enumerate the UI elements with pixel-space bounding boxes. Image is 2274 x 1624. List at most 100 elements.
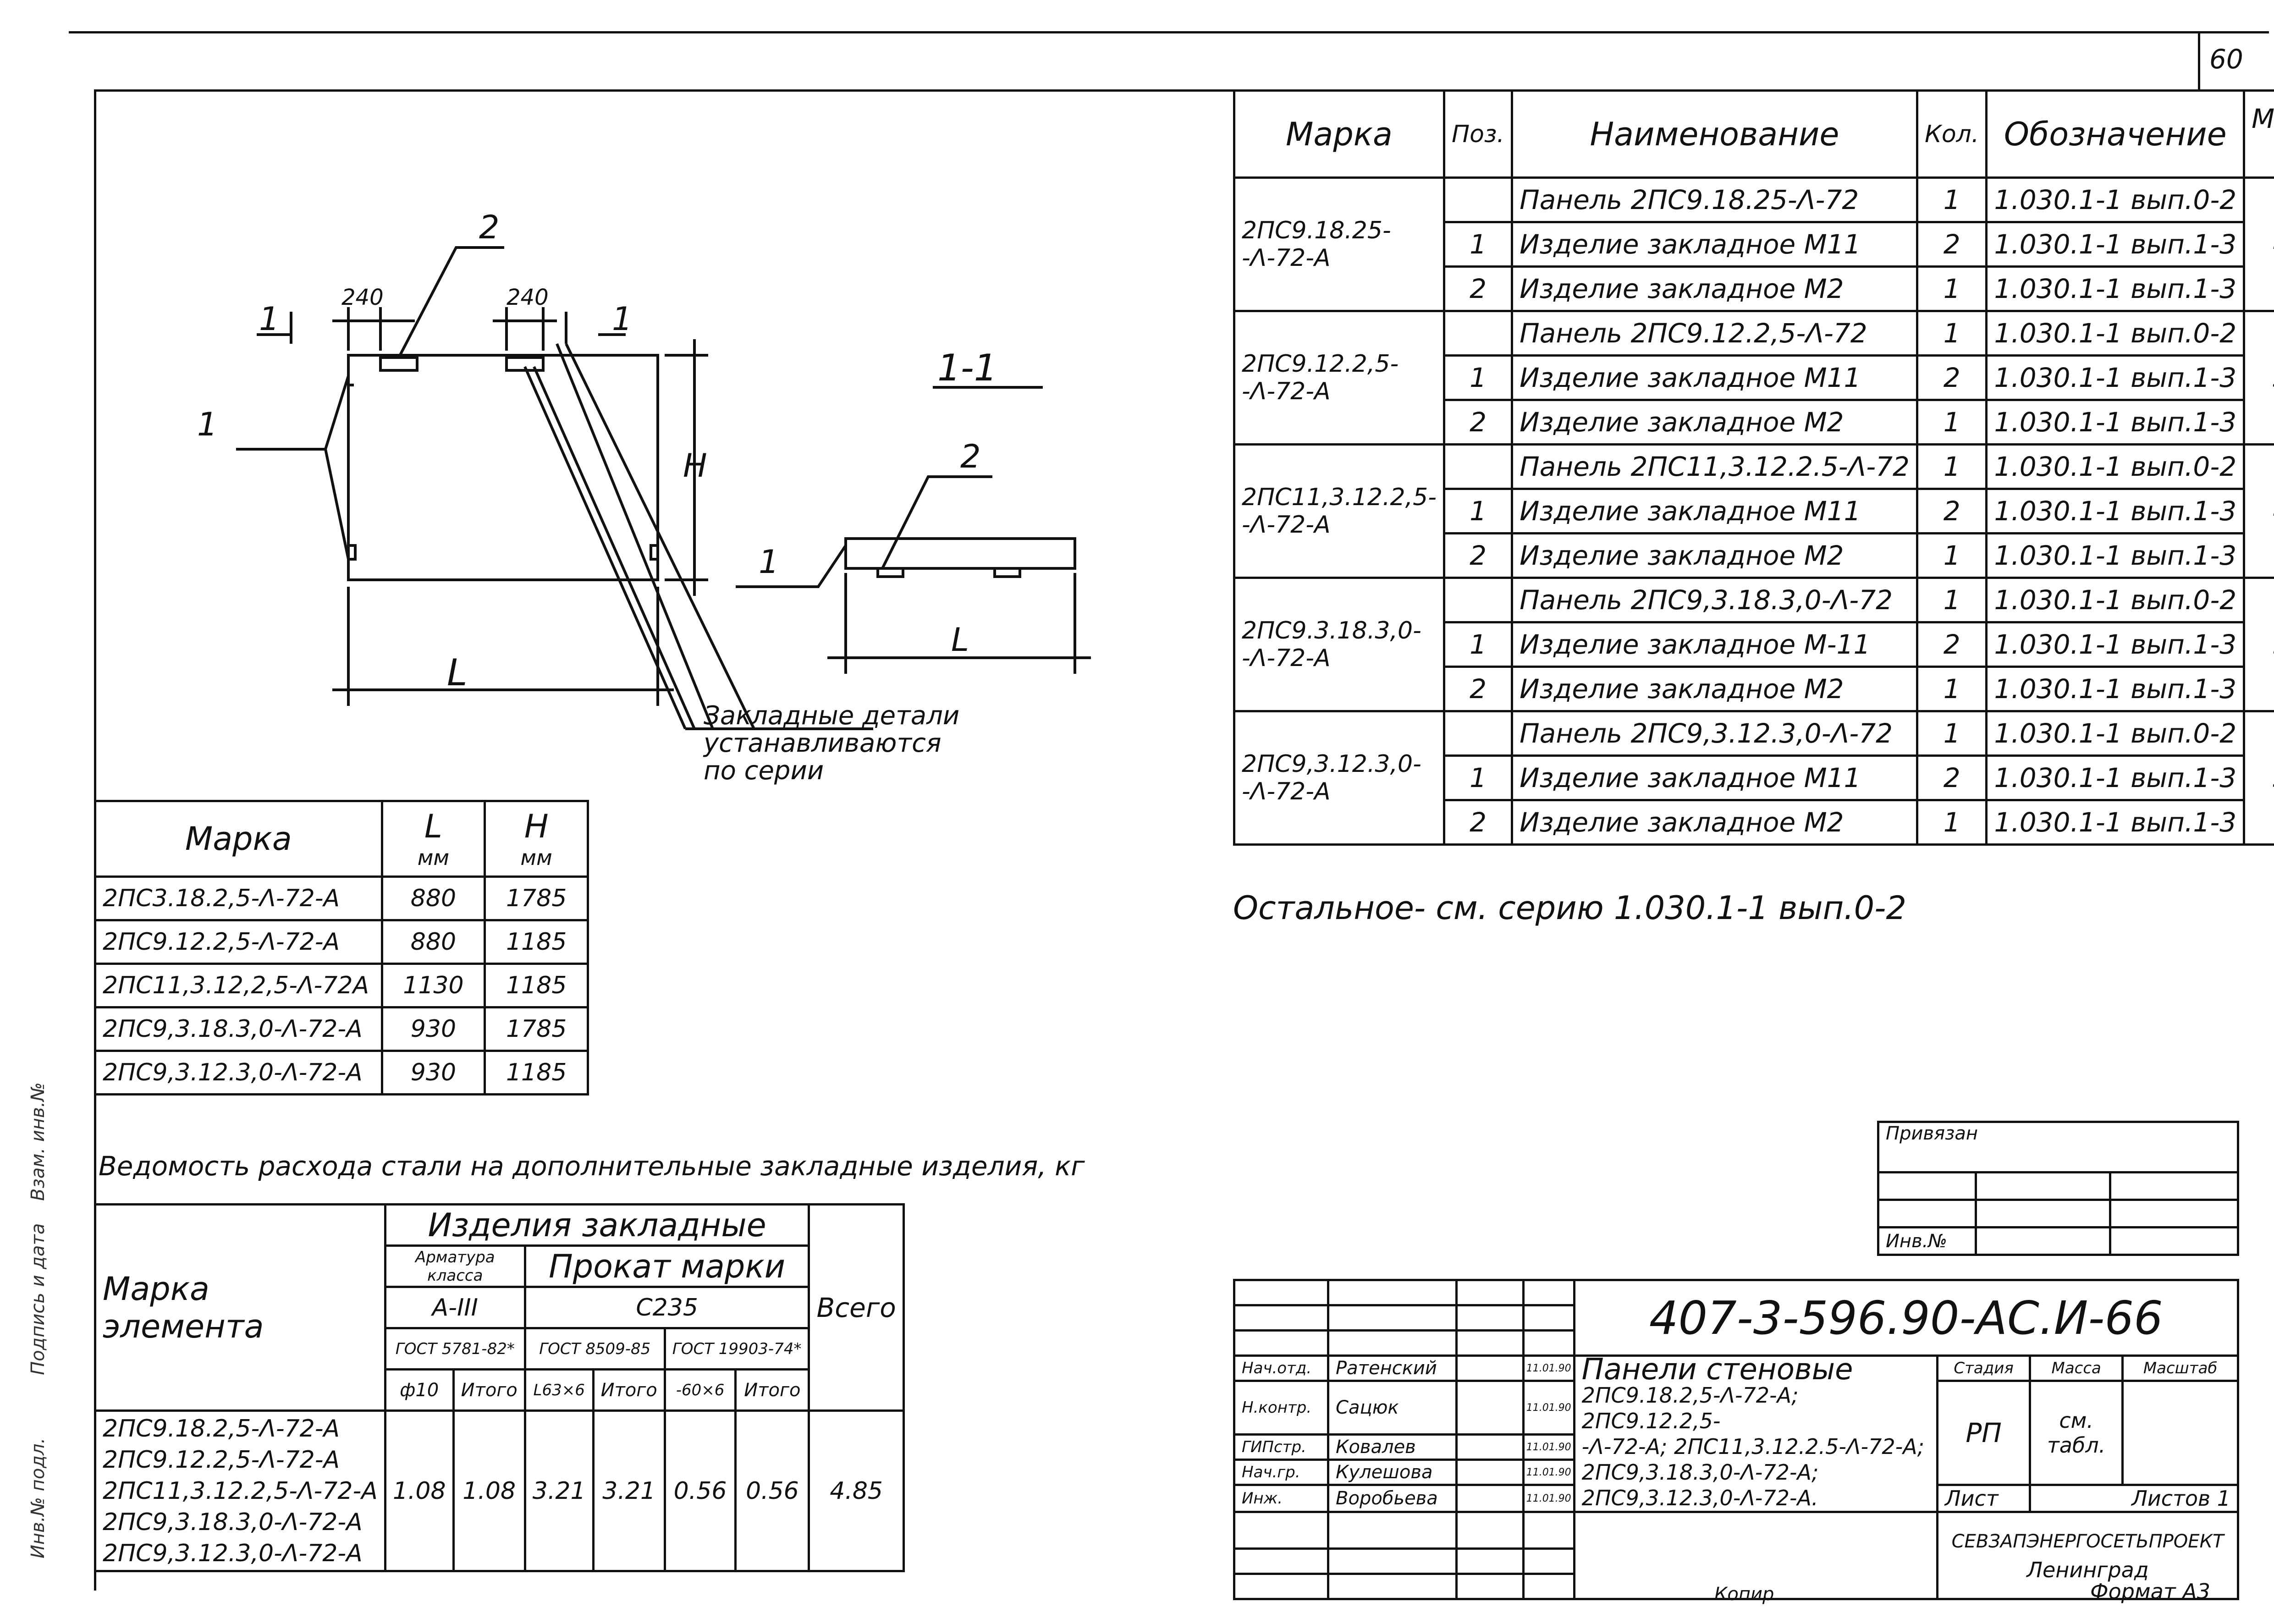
spec-poz: 1	[1443, 354, 1514, 401]
steel-h-itogo2: Итого	[592, 1368, 666, 1412]
spec-poz: 2	[1443, 265, 1514, 312]
section-label-2: 2	[960, 438, 981, 475]
spec-poz	[1443, 310, 1514, 357]
spec-marka: 2ПС9.3.18.3,0- -Λ-72-А	[1233, 577, 1445, 712]
person-role: Н.контр.	[1233, 1380, 1330, 1436]
spec-oboz: 1.030.1-1 вып.1-3	[1985, 221, 2246, 268]
dim-l: 930	[380, 1006, 486, 1052]
steel-element: 2ПС9,3.18.3,0-Λ-72-А	[103, 1508, 363, 1536]
dim-header-l-unit: мм	[417, 845, 450, 870]
stadia-label: Стадия	[1936, 1354, 2032, 1382]
inner-top-border	[94, 89, 1235, 92]
spec-kol: 1	[1916, 799, 1988, 846]
stamp-title: Панели стеновые 2ПС9.18.2,5-Λ-72-А; 2ПС9…	[1573, 1354, 1939, 1513]
spec-marka: 2ПС9.12.2,5- -Λ-72-А	[1233, 310, 1445, 446]
section-label-1: 1	[759, 543, 779, 581]
steel-h-armatura: Арматура класса	[384, 1244, 526, 1288]
massa-value: см. табл.	[2029, 1380, 2124, 1486]
steel-element: 2ПС11,3.12.2,5-Λ-72-А	[103, 1477, 378, 1505]
spec-marka: 2ПС9,3.12.3,0- -Λ-72-А	[1233, 710, 1445, 846]
spec-poz: 1	[1443, 488, 1514, 534]
spec-kol: 2	[1916, 621, 1988, 668]
person-date: 11.01.90	[1522, 1433, 1575, 1461]
dim-l: 880	[380, 919, 486, 965]
dim-marka: 2ПС3.18.2,5-Λ-72-А	[94, 875, 383, 921]
steel-h-60x6: -60×6	[663, 1368, 737, 1412]
steel-h-marka: Марка элемента	[94, 1203, 386, 1412]
steel-h-gost2: ГОСТ 8509-85	[523, 1327, 666, 1371]
spec-name: Изделие закладное М-11	[1511, 621, 1918, 668]
dim-marka: 2ПС9.12.2,5-Λ-72-А	[94, 919, 383, 965]
inv-label: Инв.№	[1877, 1226, 1977, 1256]
spec-kol: 2	[1916, 488, 1988, 534]
drawing-label-1: 1	[197, 406, 218, 443]
spec-mass: 320	[2243, 310, 2274, 446]
stamp-title-line: 2ПС9,3.12.3,0-Λ-72-А.	[1581, 1486, 1818, 1510]
spec-row: 2ПС9.12.2,5- -Λ-72-А Панель 2ПС9.12.2,5-Λ…	[1233, 310, 2274, 446]
steel-h-izdelia: Изделия закладные	[384, 1203, 810, 1247]
steel-h-f10: ф10	[384, 1368, 455, 1412]
steel-element: 2ПС9.18.2,5-Λ-72-А	[103, 1415, 340, 1442]
header-kol: Кол.	[1916, 89, 1988, 179]
dim-l: 1130	[380, 963, 486, 1008]
spec-kol: 1	[1916, 399, 1988, 446]
drawing-label-2: 2	[479, 209, 500, 246]
steel-h-itogo1: Итого	[452, 1368, 526, 1412]
spec-mass: 580	[2243, 577, 2274, 712]
dim-header-l-text: L	[424, 808, 442, 845]
main-note: Остальное- см. серию 1.030.1-1 вып.0-2	[1233, 889, 1906, 927]
section-mark-right: 1	[612, 300, 633, 338]
dim-header-l: L мм	[380, 800, 486, 878]
spec-poz: 1	[1443, 221, 1514, 268]
list-label: Лист	[1936, 1484, 2032, 1513]
dim-header-h-unit: мм	[520, 845, 552, 870]
spec-name: Изделие закладное М2	[1511, 532, 1918, 579]
spec-name: Панель 2ПС9.12.2,5-Λ-72	[1511, 310, 1918, 357]
steel-v-l63: 3.21	[523, 1409, 595, 1572]
org-city: Ленинград	[2026, 1557, 2149, 1582]
margin-vzam: Взам. инв.№	[28, 1082, 49, 1201]
steel-h-c235: С235	[523, 1286, 810, 1329]
spec-kol: 1	[1916, 710, 1988, 757]
spec-oboz: 1.030.1-1 вып.0-2	[1985, 710, 2246, 757]
spec-name: Изделие закладное М11	[1511, 354, 1918, 401]
person-name: Ковалев	[1327, 1433, 1458, 1461]
stamp-title-line: 2ПС9.18.2,5-Λ-72-А; 2ПС9.12.2,5-	[1581, 1383, 1799, 1433]
steel-h-vsego: Всего	[808, 1203, 905, 1412]
steel-element: 2ПС9,3.12.3,0-Λ-72-А	[103, 1539, 363, 1567]
privyazan-label: Привязан	[1877, 1121, 2239, 1173]
document-code: 407-3-596.90-АС.И-66	[1573, 1279, 2240, 1357]
header-marka: Марка	[1233, 89, 1445, 179]
person-date: 11.01.90	[1522, 1484, 1575, 1513]
title-block: 407-3-596.90-АС.И-66 Нач.отд. Ратенский …	[1233, 1279, 2240, 1600]
spec-oboz: 1.030.1-1 вып.1-3	[1985, 666, 2246, 712]
drawing-dim-240a: 240	[341, 285, 384, 310]
spec-poz: 2	[1443, 666, 1514, 712]
dim-l: 880	[380, 875, 486, 921]
steel-table: Марка элемента Изделия закладные Всего А…	[94, 1203, 905, 1572]
steel-v-vsego: 4.85	[808, 1409, 905, 1572]
dim-h: 1785	[484, 1006, 589, 1052]
spec-poz: 1	[1443, 754, 1514, 801]
header-name: Наименование	[1511, 89, 1918, 179]
spec-poz	[1443, 577, 1514, 623]
person-name: Сацюк	[1327, 1380, 1458, 1436]
steel-h-gost1: ГОСТ 5781-82*	[384, 1327, 526, 1371]
masshtab-label: Масштаб	[2121, 1354, 2239, 1382]
dim-marka: 2ПС9,3.18.3,0-Λ-72-А	[94, 1006, 383, 1052]
steel-v-itogo1: 1.08	[452, 1409, 526, 1572]
person-name: Ратенский	[1327, 1354, 1458, 1382]
spec-name: Изделие закладное М11	[1511, 221, 1918, 268]
spec-kol: 1	[1916, 176, 1988, 223]
